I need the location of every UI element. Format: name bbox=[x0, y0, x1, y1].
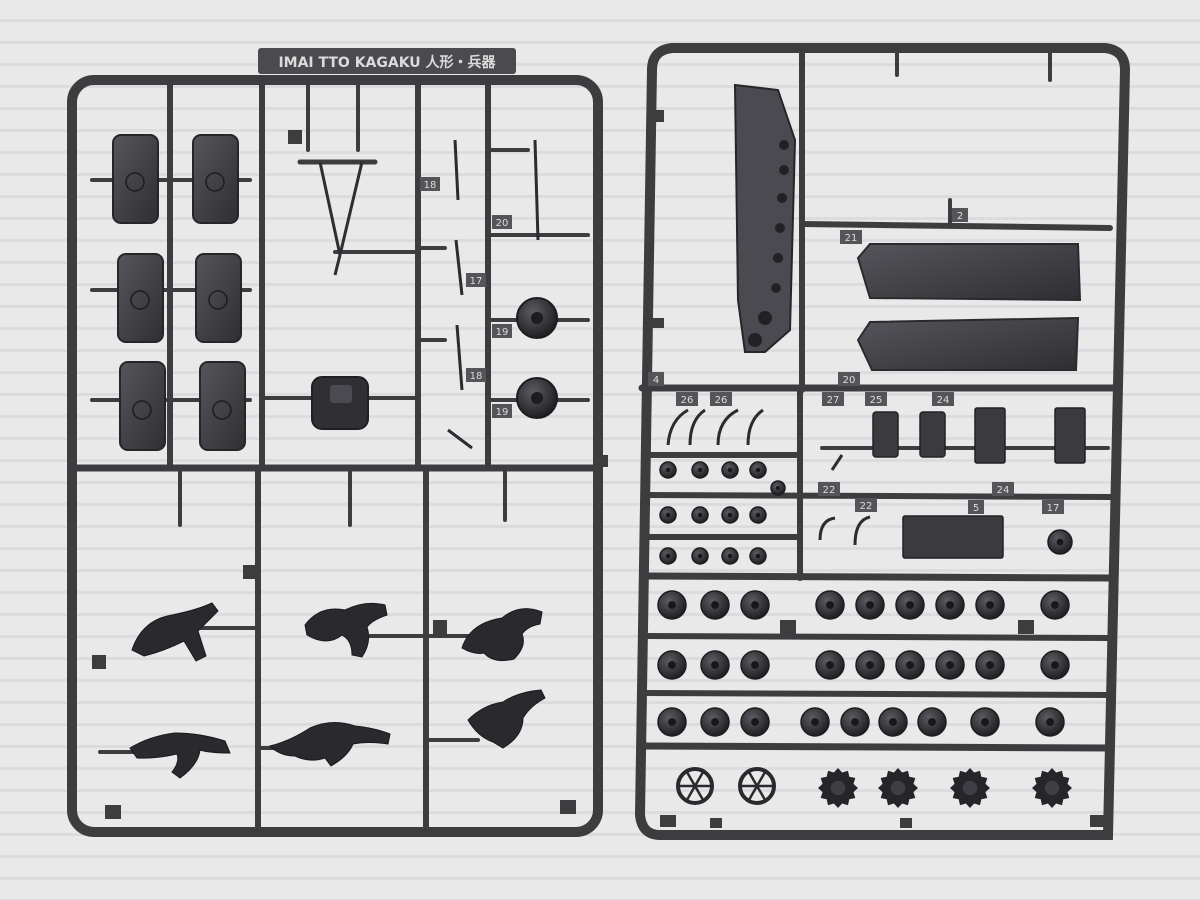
drive-sprocket-hub bbox=[962, 780, 978, 796]
return-roller-hub bbox=[755, 467, 761, 473]
road-wheel-hub bbox=[826, 601, 834, 609]
idler-spoke bbox=[685, 785, 697, 802]
road-wheel-hub bbox=[1051, 601, 1059, 609]
road-wheel-hub bbox=[711, 661, 719, 669]
soldier-figure-parts bbox=[129, 602, 546, 779]
hook-parts bbox=[666, 408, 871, 546]
road-wheel-hub bbox=[981, 718, 989, 726]
road-wheel-hub bbox=[751, 601, 759, 609]
road-wheel-hub bbox=[851, 718, 859, 726]
armor-plate-parts bbox=[112, 134, 246, 451]
road-wheel-hub bbox=[1051, 661, 1059, 669]
part-number: 18 bbox=[470, 371, 483, 382]
road-wheel-hub bbox=[889, 718, 897, 726]
left-part-number-tags: 18 20 17 19 18 19 bbox=[420, 177, 512, 418]
road-wheel-hub bbox=[711, 718, 719, 726]
part-number: 20 bbox=[496, 218, 509, 229]
right-sprue-tabs bbox=[652, 110, 1106, 828]
road-wheel-parts bbox=[657, 461, 1073, 808]
drive-sprocket-hub bbox=[890, 780, 906, 796]
track-run-part bbox=[733, 83, 797, 353]
road-wheel-hub bbox=[986, 661, 994, 669]
hull-side-panels bbox=[856, 243, 1082, 371]
road-wheel-hub bbox=[928, 718, 936, 726]
drive-disc-parts bbox=[516, 297, 558, 419]
part-number: 27 bbox=[827, 395, 840, 406]
road-wheel-hub bbox=[826, 661, 834, 669]
part-number: 24 bbox=[997, 485, 1010, 496]
right-part-number-tags: 2 21 4 20 26 26 27 25 24 22 22 24 5 17 bbox=[648, 208, 1064, 514]
part-number: 18 bbox=[424, 180, 437, 191]
part-number: 20 bbox=[843, 375, 856, 386]
part-number: 22 bbox=[860, 501, 873, 512]
drive-sprocket-hub bbox=[1044, 780, 1060, 796]
part-number: 2 bbox=[957, 211, 963, 222]
road-wheel-hub bbox=[946, 661, 954, 669]
drive-sprocket-hub bbox=[830, 780, 846, 796]
return-roller-hub bbox=[665, 467, 671, 473]
return-roller-hub bbox=[697, 467, 703, 473]
return-roller-hub bbox=[776, 486, 780, 490]
small-plate-parts bbox=[872, 407, 1086, 559]
part-number: 25 bbox=[870, 395, 883, 406]
road-wheel-hub bbox=[668, 601, 676, 609]
idler-spoke bbox=[755, 785, 767, 802]
part-number: 4 bbox=[653, 375, 659, 386]
road-wheel-hub bbox=[866, 601, 874, 609]
return-roller-hub bbox=[727, 553, 733, 559]
weapon-parts bbox=[447, 139, 540, 450]
manufacturer-tab-label: IMAI TTO KAGAKU 人形・兵器 bbox=[278, 54, 496, 71]
armor-plate-emblems bbox=[125, 172, 232, 420]
part-number: 19 bbox=[496, 327, 509, 338]
road-wheel-hub bbox=[668, 661, 676, 669]
part-number: 21 bbox=[845, 233, 858, 244]
idler-spoke bbox=[747, 785, 759, 802]
part-number: 22 bbox=[823, 485, 836, 496]
return-roller-hub bbox=[697, 512, 703, 518]
road-wheel-hub bbox=[986, 601, 994, 609]
road-wheel-hub bbox=[906, 661, 914, 669]
idler-spoke bbox=[693, 785, 705, 802]
part-number: 17 bbox=[1047, 503, 1060, 514]
return-roller-hub bbox=[727, 467, 733, 473]
manufacturer-tab: IMAI TTO KAGAKU 人形・兵器 bbox=[258, 48, 516, 74]
road-wheel-hub bbox=[811, 718, 819, 726]
road-wheel-hub bbox=[711, 601, 719, 609]
road-wheel-hub bbox=[1056, 538, 1064, 546]
part-number: 26 bbox=[681, 395, 694, 406]
idler-spoke bbox=[747, 770, 759, 787]
road-wheel-hub bbox=[946, 601, 954, 609]
road-wheel-hub bbox=[668, 718, 676, 726]
return-roller-hub bbox=[755, 553, 761, 559]
road-wheel-hub bbox=[1046, 718, 1054, 726]
right-sprue bbox=[634, 43, 1131, 840]
left-sprue-tabs bbox=[92, 130, 608, 819]
part-number: 24 bbox=[937, 395, 950, 406]
part-number: 5 bbox=[973, 503, 979, 514]
idler-spoke bbox=[685, 770, 697, 787]
return-roller-hub bbox=[755, 512, 761, 518]
idler-spoke bbox=[693, 770, 705, 787]
road-wheel-hub bbox=[906, 601, 914, 609]
road-wheel-hub bbox=[751, 718, 759, 726]
part-number: 26 bbox=[715, 395, 728, 406]
return-roller-hub bbox=[665, 512, 671, 518]
idler-spoke bbox=[755, 770, 767, 787]
road-wheel-hub bbox=[751, 661, 759, 669]
part-number: 17 bbox=[470, 276, 483, 287]
tripod-part bbox=[318, 161, 364, 276]
return-roller-hub bbox=[665, 553, 671, 559]
road-wheel-hub bbox=[866, 661, 874, 669]
return-roller-hub bbox=[697, 553, 703, 559]
turret-block-part bbox=[311, 376, 369, 430]
part-number: 19 bbox=[496, 407, 509, 418]
return-roller-hub bbox=[727, 512, 733, 518]
